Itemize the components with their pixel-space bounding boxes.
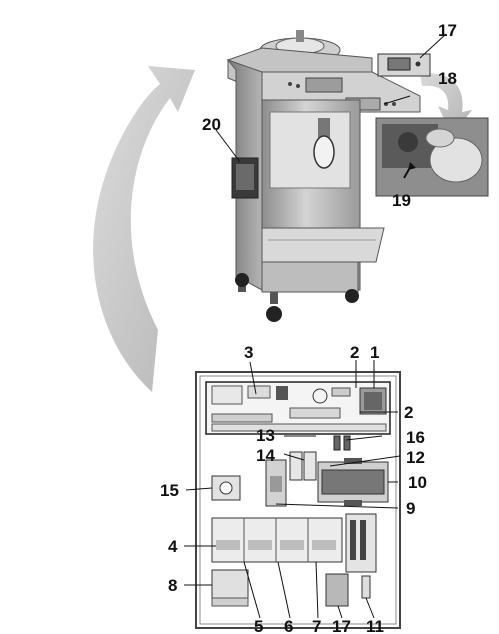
label-5: 5 (254, 617, 263, 634)
curved-arrow-left (93, 66, 195, 392)
label-2-right: 2 (404, 403, 413, 422)
callout-labels: 17 18 20 19 3 2 1 2 13 16 14 12 15 10 9 … (160, 21, 457, 634)
label-12: 12 (406, 448, 425, 467)
label-7: 7 (312, 617, 321, 634)
label-14: 14 (256, 446, 275, 465)
electrical-panel (184, 33, 447, 629)
label-8: 8 (168, 576, 177, 595)
machine-illustration (226, 30, 489, 322)
label-9: 9 (406, 499, 415, 518)
label-3: 3 (244, 343, 253, 362)
label-4: 4 (168, 537, 178, 556)
label-20: 20 (202, 115, 221, 134)
label-17-bottom: 17 (332, 617, 351, 634)
label-10: 10 (408, 473, 427, 492)
label-19: 19 (392, 191, 411, 210)
label-16: 16 (406, 428, 425, 447)
label-2-top: 2 (350, 343, 359, 362)
label-17-top: 17 (438, 21, 457, 40)
label-6: 6 (284, 617, 293, 634)
label-11: 11 (366, 617, 384, 634)
label-13: 13 (256, 426, 275, 445)
label-1: 1 (370, 343, 379, 362)
label-18: 18 (438, 69, 457, 88)
label-15: 15 (160, 481, 179, 500)
